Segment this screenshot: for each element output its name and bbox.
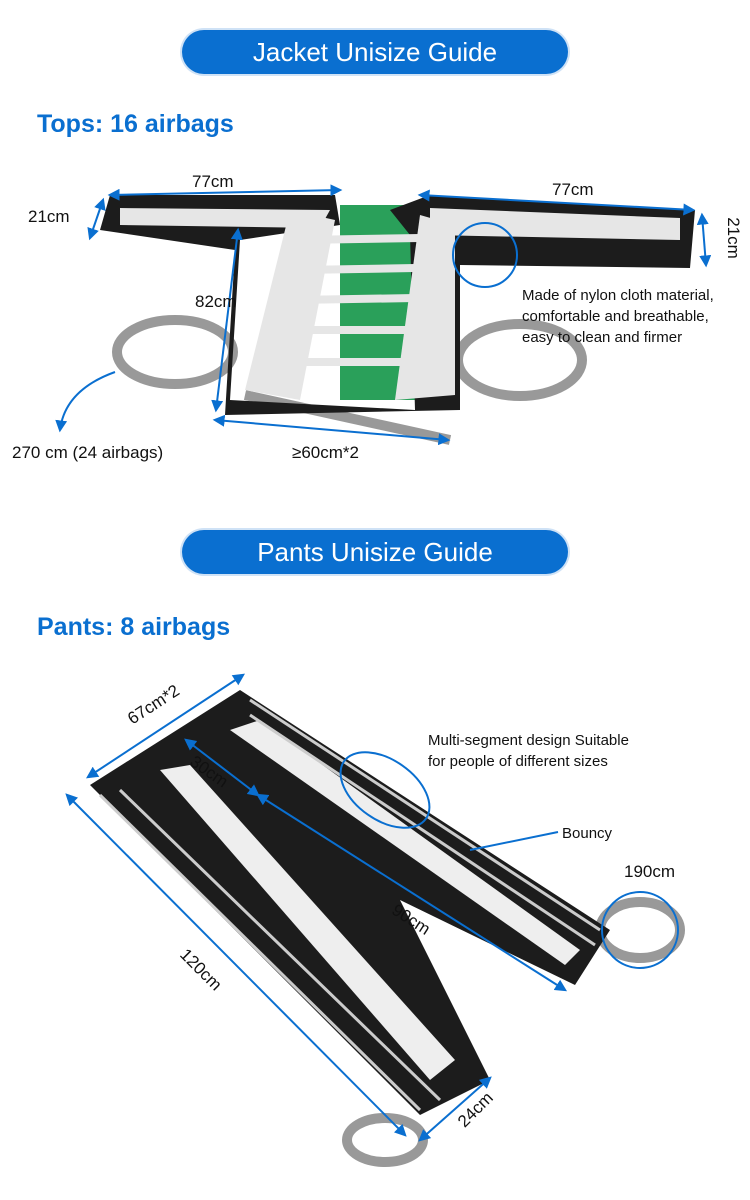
jacket-height-dim: 82cm [195, 292, 237, 311]
note-line: for people of different sizes [428, 753, 608, 770]
note-line: Multi-segment design Suitable [428, 732, 629, 749]
note-line: easy to clean and firmer [522, 329, 683, 346]
bouncy-label: Bouncy [562, 825, 613, 842]
jacket-cuff-left-dim: 21cm [28, 207, 70, 226]
jacket-material-note: Made of nylon cloth material, comfortabl… [522, 285, 714, 348]
jacket-cuff-right-dim: 21cm [723, 217, 743, 259]
pants-hose-dim: 190cm [624, 862, 676, 881]
pants-section-title: Pants: 8 airbags [37, 613, 231, 641]
tops-section-title: Tops: 16 airbags [37, 110, 234, 138]
pants-guide-banner: Pants Unisize Guide [182, 530, 568, 574]
jacket-hose-dim: 270 cm (24 airbags) [12, 443, 164, 462]
note-line: comfortable and breathable, [522, 308, 709, 325]
pants-design-note: Multi-segment design Suitable for people… [428, 730, 629, 772]
jacket-sleeve-left-dim: 77cm [192, 172, 234, 191]
note-line: Made of nylon cloth material, [522, 287, 714, 304]
jacket-image [100, 195, 695, 445]
jacket-sleeve-right-dim: 77cm [552, 180, 594, 199]
jacket-guide-banner: Jacket Unisize Guide [182, 30, 568, 74]
jacket-width-dim: ≥60cm*2 [292, 443, 359, 462]
